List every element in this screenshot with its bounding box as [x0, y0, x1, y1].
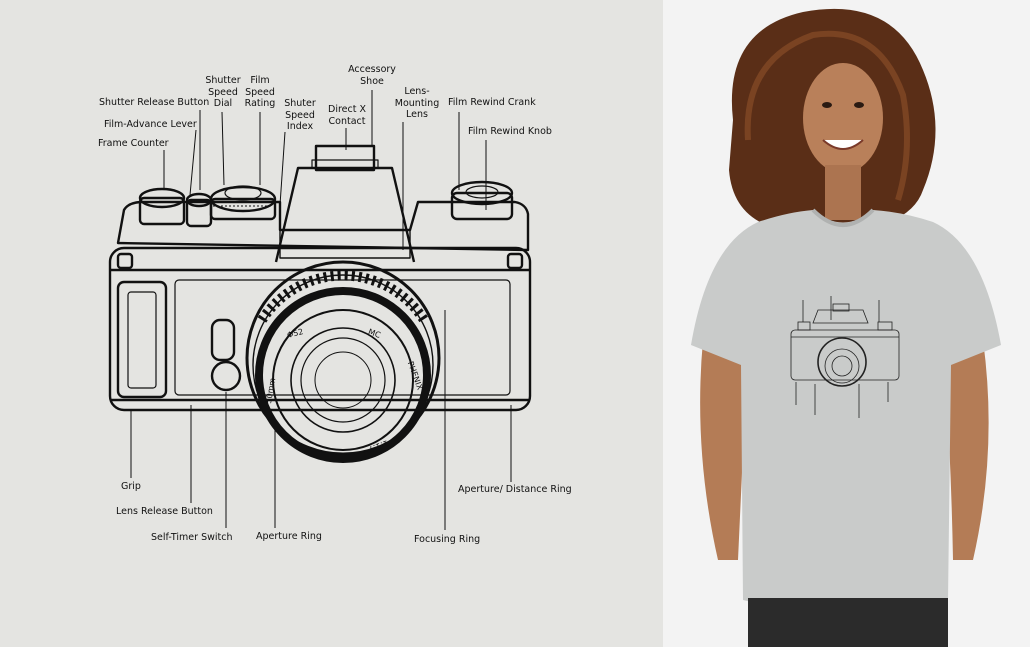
label-focusing-ring: Focusing Ring — [414, 534, 481, 545]
model-tshirt-illustration — [691, 8, 1001, 647]
model-photo-panel — [663, 0, 1030, 647]
label-self-timer-switch: Self-Timer Switch — [151, 532, 233, 543]
face — [803, 63, 883, 173]
camera-illustration — [108, 90, 532, 530]
label-aperture-ring: Aperture Ring — [256, 531, 322, 542]
label-frame-counter: Frame Counter — [98, 138, 169, 149]
label-aperture-distance-ring: Aperture/ Distance Ring — [458, 484, 572, 495]
tshirt — [691, 210, 1001, 613]
label-film-rewind-knob: Film Rewind Knob — [468, 126, 552, 137]
label-direct-x-contact: Direct X Contact — [328, 104, 366, 127]
label-accessory-shoe: Accessory Shoe — [348, 64, 396, 87]
label-lens-release-button: Lens Release Button — [116, 506, 213, 517]
label-shutter-release-button: Shutter Release Button — [99, 97, 210, 108]
diagram-panel: Φ52 MC PHENIX 1:1.7 50mm Shutter Release… — [98, 64, 572, 545]
label-film-rewind-crank: Film Rewind Crank — [448, 97, 536, 108]
label-film-advance-lever: Film-Advance Lever — [104, 119, 197, 130]
label-lens-mounting-lens: Lens- Mounting Lens — [394, 86, 440, 120]
label-shutter-speed-index: Shuter Speed Index — [284, 98, 316, 132]
label-shutter-speed-dial: Shutter Speed Dial — [205, 75, 241, 109]
label-grip: Grip — [121, 481, 141, 492]
label-film-speed-rating: Film Speed Rating — [244, 75, 276, 109]
